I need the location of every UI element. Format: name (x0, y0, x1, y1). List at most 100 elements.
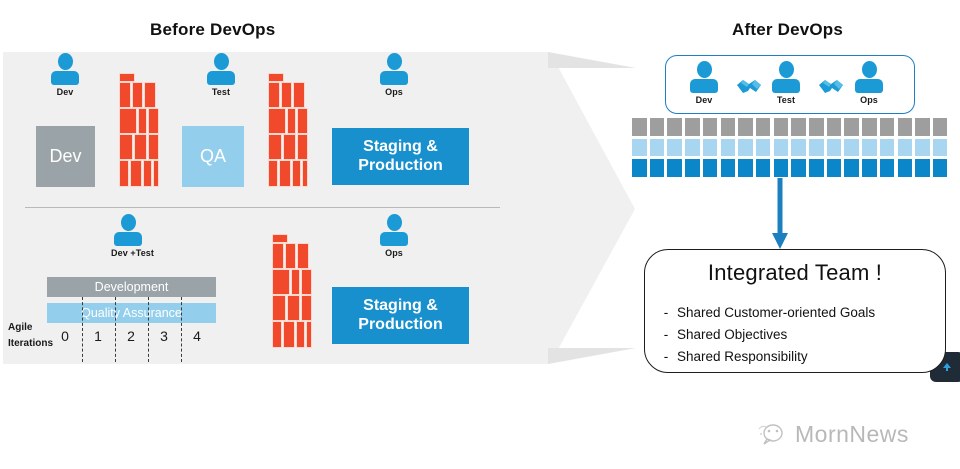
person-test-icon: Test (204, 53, 238, 97)
grid-block (826, 138, 842, 156)
grid-block (685, 159, 700, 177)
chat-bubble-icon (758, 424, 783, 445)
box-staging-production-top: Staging & Production (332, 128, 469, 185)
bar-development: Development (47, 277, 216, 297)
grid-block (932, 159, 948, 177)
grid-block (755, 159, 771, 177)
grid-block (685, 118, 700, 136)
person-dev-icon-after: Dev (687, 61, 721, 105)
brick (292, 160, 301, 187)
bar-quality-assurance: Quality Assurance (47, 303, 216, 323)
brick (287, 295, 300, 321)
box-dev: Dev (36, 126, 95, 187)
iteration-divider (82, 297, 83, 362)
person-body (855, 79, 883, 93)
brick (143, 160, 152, 187)
person-body (690, 79, 718, 93)
person-label: Ops (385, 248, 403, 258)
integrated-team-capsule: Dev Test Ops (665, 55, 915, 114)
grid-block (649, 138, 665, 156)
brick (301, 269, 312, 295)
grid-block (738, 118, 753, 136)
person-label: Ops (385, 87, 403, 97)
agile-label-line2: Iterations (8, 337, 54, 349)
bullet-row: -Shared Customer-oriented Goals (655, 302, 945, 324)
person-body (114, 232, 142, 246)
iteration-number: 1 (94, 328, 102, 344)
bullet-text: Shared Customer-oriented Goals (677, 305, 876, 320)
bullet-marker: - (663, 305, 669, 320)
person-label: Ops (860, 95, 878, 105)
grid-block (632, 138, 647, 156)
brick (283, 134, 296, 160)
grid-block (632, 118, 647, 136)
person-head (778, 61, 794, 78)
grid-block (632, 159, 647, 177)
person-ops-icon-after: Ops (852, 61, 886, 105)
brick (132, 82, 143, 108)
grid-block (844, 159, 859, 177)
grid-block (667, 159, 682, 177)
brick (148, 134, 159, 160)
grid-block (667, 138, 682, 156)
brick (272, 295, 286, 321)
person-head (861, 61, 877, 78)
person-body (380, 71, 408, 85)
panel-bevel-bottom (548, 348, 636, 364)
brick (285, 243, 296, 269)
chip-up-arrow-icon (943, 363, 951, 371)
grid-block (809, 138, 824, 156)
panel-divider (25, 207, 500, 208)
brick-wall-devtest-ops (272, 234, 312, 348)
person-ops-icon-bottom: Ops (377, 214, 411, 258)
brick (283, 321, 295, 348)
grid-block (809, 118, 824, 136)
iteration-number: 4 (193, 328, 201, 344)
brick (138, 108, 147, 134)
staging-line-2: Production (358, 315, 443, 333)
grid-block (915, 118, 930, 136)
bullet-text: Shared Objectives (677, 326, 788, 342)
grid-block (932, 118, 948, 136)
iteration-number: 3 (160, 328, 168, 344)
person-body (772, 79, 800, 93)
person-body (207, 71, 235, 85)
handshake-icon (819, 80, 843, 93)
brick (119, 108, 137, 134)
bullet-row: -Shared Responsibility (655, 346, 945, 368)
staging-line-1: Staging & (363, 137, 438, 155)
brick (119, 82, 131, 108)
bullet-marker: - (663, 348, 669, 364)
brick (268, 108, 286, 134)
iteration-divider (181, 297, 182, 362)
integrated-block-grid (632, 118, 950, 180)
handshake-icon (737, 80, 761, 93)
person-label: Test (211, 87, 231, 97)
grid-block (738, 138, 753, 156)
grid-block (862, 159, 877, 177)
brick (296, 321, 305, 348)
agile-label-line1: Agile (8, 322, 33, 333)
person-dev-icon: Dev (48, 53, 82, 97)
grid-block (879, 159, 895, 177)
box-qa: QA (182, 126, 244, 187)
person-head (386, 53, 402, 70)
grid-block (773, 159, 789, 177)
grid-block (649, 118, 665, 136)
brick (297, 108, 308, 134)
bullet-text: Shared Responsibility (677, 348, 808, 364)
grid-block (685, 138, 700, 156)
brick (268, 73, 284, 82)
person-label: Dev (695, 95, 713, 105)
brick (272, 243, 284, 269)
brick (293, 82, 305, 108)
watermark: MornNews (757, 417, 909, 451)
iteration-number: 2 (127, 328, 135, 344)
page-title-after: After DevOps (732, 20, 844, 39)
person-label: Test (776, 95, 796, 105)
brick (272, 234, 288, 243)
person-head (696, 61, 712, 78)
grid-block (826, 118, 842, 136)
brick (287, 108, 296, 134)
brick (148, 108, 159, 134)
